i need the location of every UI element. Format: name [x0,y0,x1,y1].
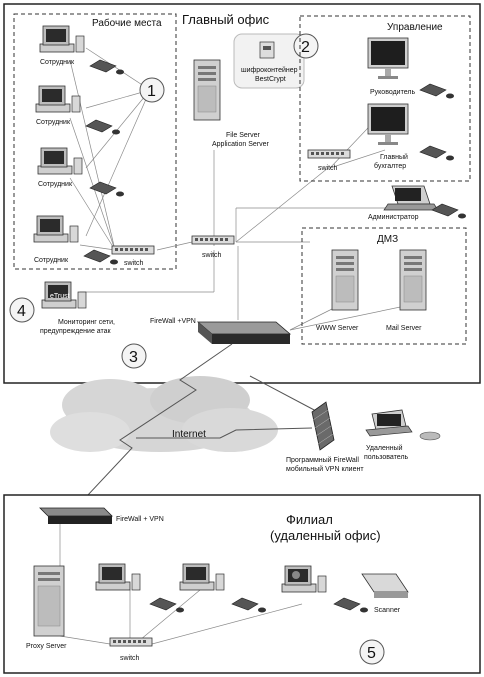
file-server-label: File Server [226,132,261,139]
employee-pc-4: Сотрудник [33,215,119,265]
central-switch: switch [191,235,235,259]
scanner-label: Scanner [374,607,401,614]
branch-links [59,524,303,645]
firewall-label: FireWall +VPN [150,318,196,325]
branch-firewall-label: FireWall + VPN [116,516,164,523]
director-pc: Руководитель [367,37,455,99]
branch-scanner-pc [281,565,369,613]
management-zone [299,15,471,182]
branch-subtitle: (удаленный офис) [270,528,381,543]
container-label-2: BestCrypt [255,76,286,83]
mail-server: Mail Server [386,249,427,332]
remote-user-laptop: Удаленный пользователь [364,409,441,461]
vpn-links [71,343,319,513]
scanner: Scanner [361,573,409,614]
mobile-firewall: Программный FireWall мобильный VPN клиен… [286,401,364,473]
badge-2: 2 [293,33,319,59]
employee-pc-2: Сотрудник [35,85,121,135]
management-title: Управление [387,22,443,33]
workplace-links [69,47,411,331]
switch-label: switch [318,165,338,172]
crypto-container: шифроконтейнер BestCrypt [233,33,305,89]
main-firewall: FireWall +VPN [150,318,292,344]
internet-label: Internet [172,429,206,440]
monitor-brand: eTrust [50,293,70,300]
badge-1: 1 [139,77,165,103]
admin-label: Администратор [368,214,419,221]
proxy-label: Proxy Server [26,643,67,650]
www-server: WWW Server [316,249,359,332]
main-office-title: Главный офис [182,12,270,27]
employee-pc-3: Сотрудник [37,147,125,197]
workplaces-title: Рабочие места [92,17,162,29]
switch-label: switch [120,655,140,662]
badge-3: 3 [121,343,147,369]
mobile-fw-label: Программный FireWall [286,456,359,464]
remote-user-label: Удаленный [366,444,403,452]
svg-text:1: 1 [147,83,156,100]
internet-cloud: Internet [50,376,278,452]
employee-label: Сотрудник [38,181,73,188]
svg-text:5: 5 [367,645,376,662]
workplaces-zone [13,13,177,270]
director-label: Руководитель [370,89,415,96]
dmz-title: ДМЗ [377,234,398,245]
accountant-label-2: бухгалтер [374,162,406,170]
monitoring-label: Мониторинг сети, [58,319,115,326]
employee-label: Сотрудник [34,257,69,264]
file-server: File Server Application Server [193,59,269,148]
admin-laptop: Администратор [368,185,467,221]
badge-4: 4 [9,297,35,323]
branch-switch: switch [109,637,153,662]
accountant-pc: Главный бухгалтер [367,103,455,170]
svg-text:4: 4 [17,303,26,320]
monitoring-label-2: предупреждение атак [40,328,112,335]
mobile-fw-label-2: мобильный VPN клиент [286,465,364,473]
switch-label: switch [202,252,222,259]
container-label: шифроконтейнер [241,66,298,74]
employee-label: Сотрудник [40,59,75,66]
www-label: WWW Server [316,325,359,332]
proxy-server: Proxy Server [26,565,67,650]
badge-5: 5 [359,639,385,665]
remote-user-label-2: пользователь [364,454,409,461]
branch-firewall: FireWall + VPN [39,507,164,524]
mail-label: Mail Server [386,325,422,332]
svg-text:2: 2 [301,39,310,56]
svg-text:3: 3 [129,349,138,366]
management-switch: switch [307,149,351,172]
branch-title: Филиал [286,512,333,527]
switch-label: switch [124,260,144,267]
accountant-label: Главный [380,153,408,161]
app-server-label: Application Server [212,141,269,148]
workplace-switch: switch [111,245,155,267]
employee-pc-1: Сотрудник [39,25,125,75]
monitoring-pc: eTrust Мониторинг сети, предупреждение а… [40,281,115,335]
employee-label: Сотрудник [36,119,71,126]
